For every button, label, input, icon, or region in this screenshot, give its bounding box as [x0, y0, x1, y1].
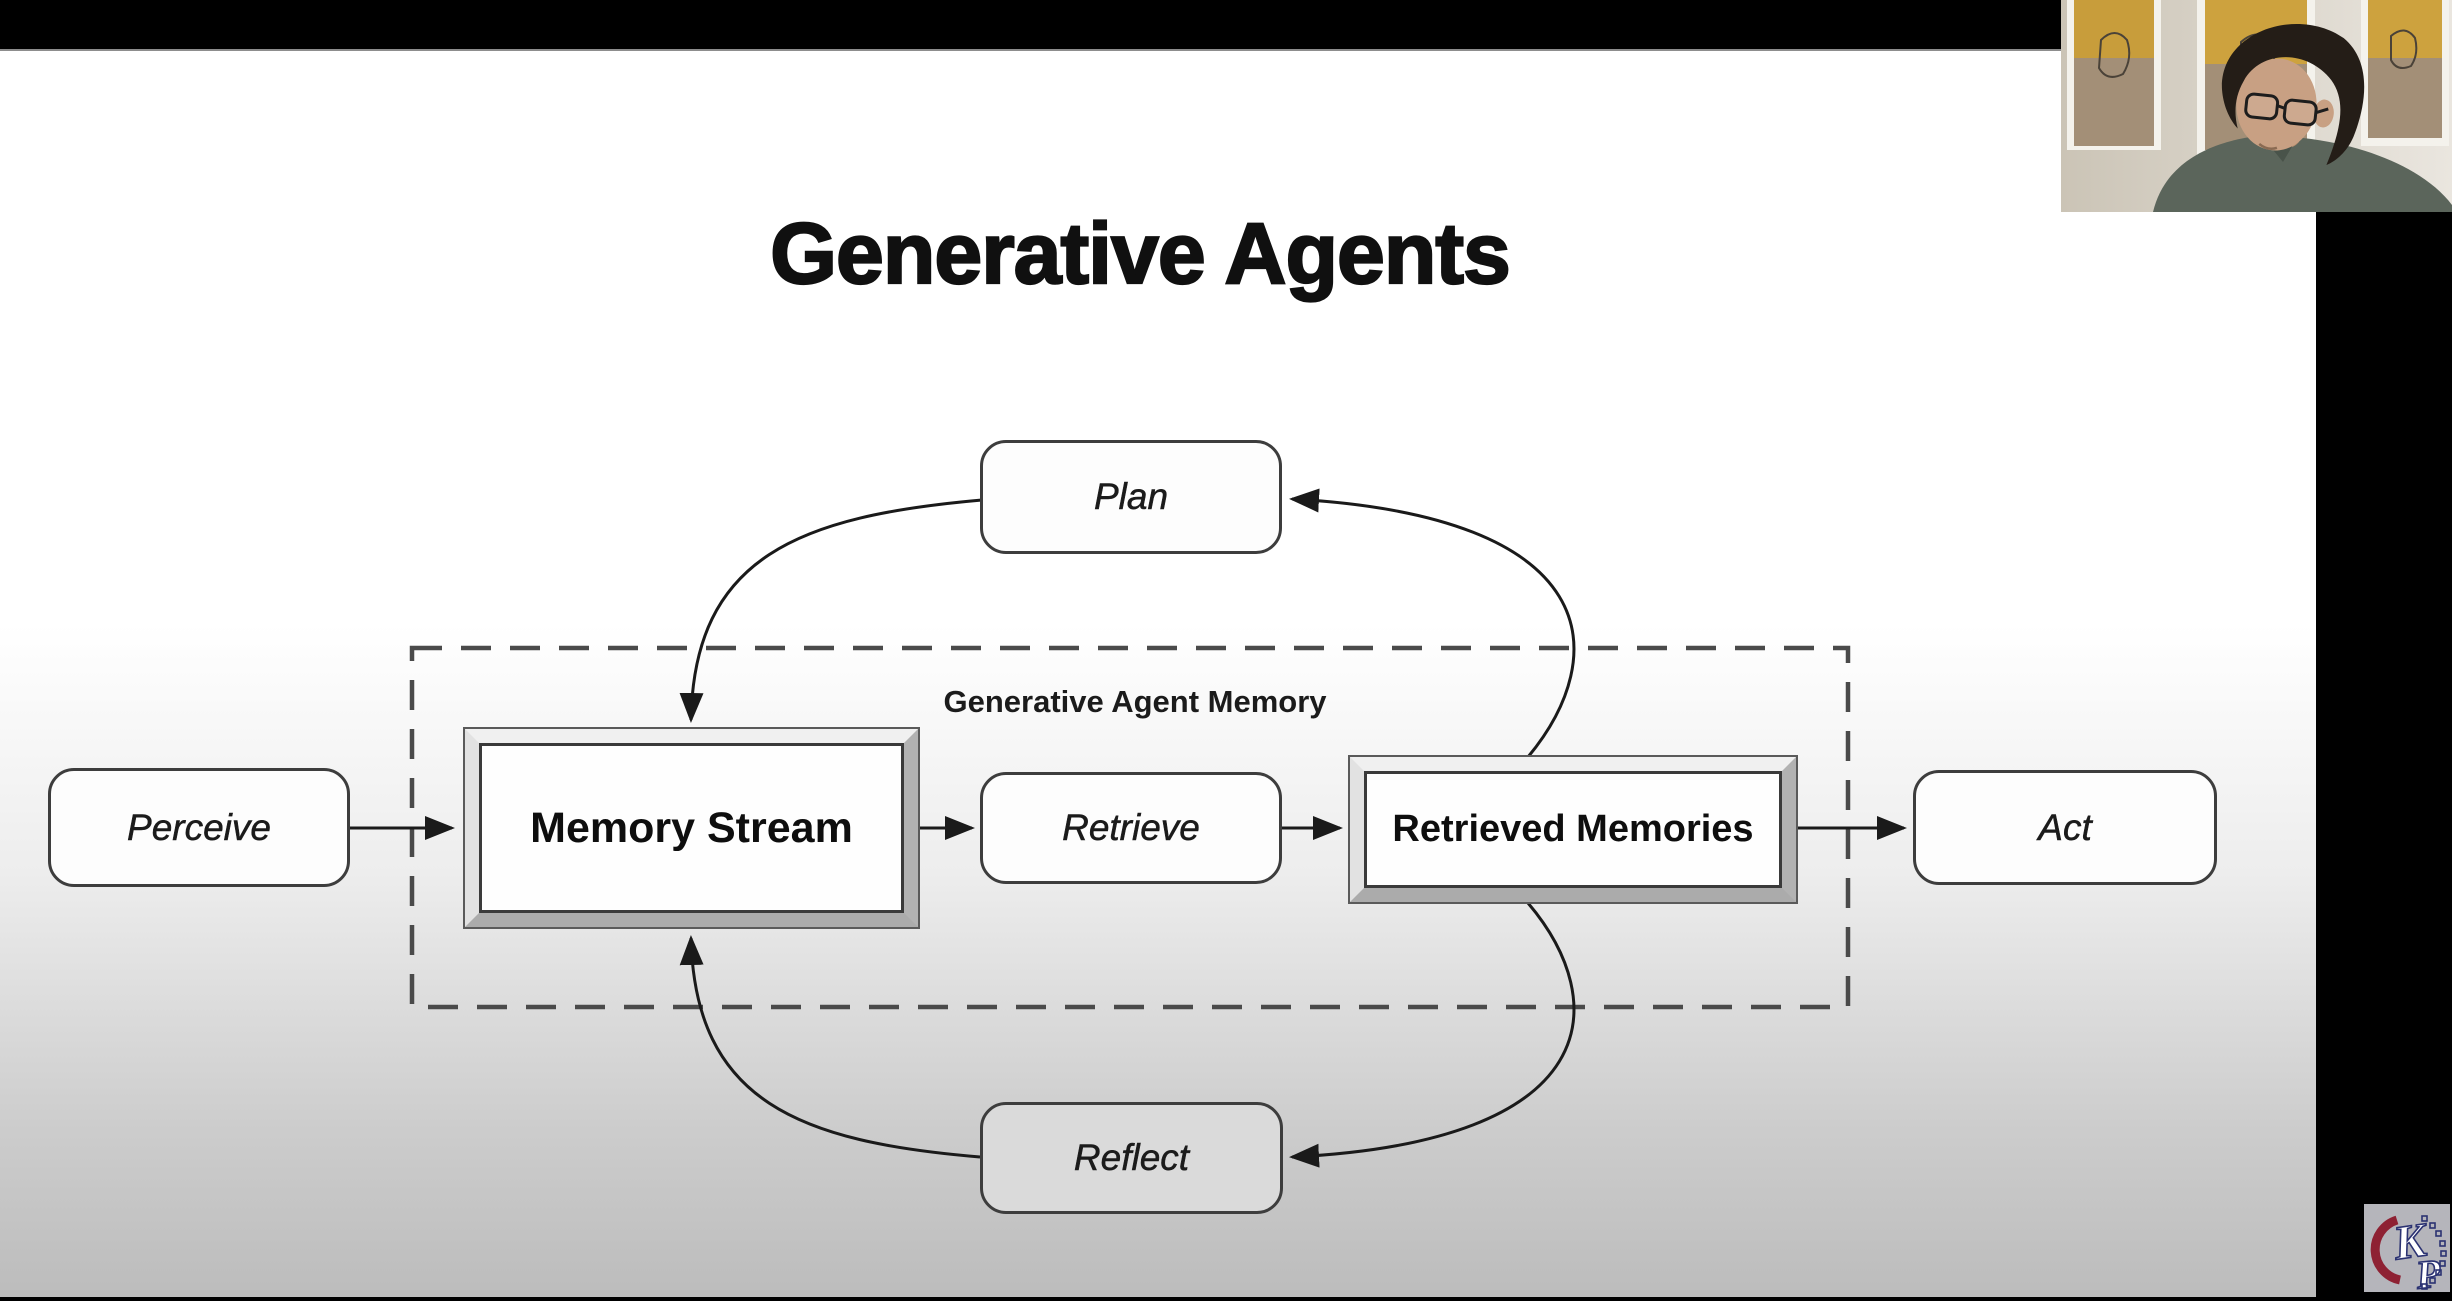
clsp-logo: K P [2364, 1204, 2450, 1299]
letterbox-top-bar [0, 0, 2452, 51]
node-reflect-label: Reflect [1073, 1137, 1190, 1179]
node-act-label: Act [2038, 806, 2092, 848]
memory-group-label: Generative Agent Memory [943, 684, 1327, 719]
memory-stream-inner: Memory Stream [479, 743, 904, 913]
node-memory-stream-label: Memory Stream [530, 803, 853, 852]
node-perceive: Perceive [48, 768, 350, 887]
logo-red-crescent [2370, 1215, 2402, 1285]
webcam-video [2061, 0, 2452, 212]
node-plan: Plan [980, 440, 1282, 554]
svg-text:P: P [2413, 1250, 2444, 1292]
node-retrieved-memories: Retrieved Memories [1348, 755, 1798, 904]
node-retrieve: Retrieve [980, 772, 1282, 884]
retrieved-memories-inner: Retrieved Memories [1364, 771, 1782, 888]
node-act: Act [1913, 770, 2217, 885]
node-retrieve-label: Retrieve [1062, 807, 1200, 849]
node-memory-stream: Memory Stream [463, 727, 920, 929]
node-retrieved-memories-label: Retrieved Memories [1392, 808, 1754, 850]
node-perceive-label: Perceive [127, 806, 271, 848]
presenter [2153, 24, 2452, 212]
node-plan-label: Plan [1093, 476, 1169, 518]
logo-dotted-squares [2421, 1215, 2447, 1290]
slide-title: Generative Agents [769, 205, 1512, 303]
node-reflect: Reflect [980, 1102, 1283, 1214]
